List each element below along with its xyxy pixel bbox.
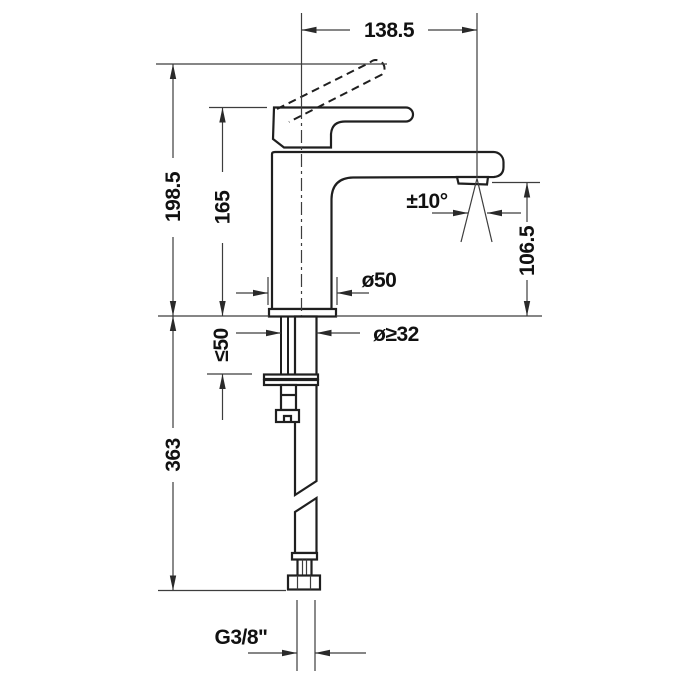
- dim-spout-height: 106.5: [492, 181, 540, 316]
- dim-below-deck: 363: [158, 316, 286, 592]
- dim-base-diameter: ø50: [236, 269, 397, 305]
- dim-label-base-diameter: ø50: [362, 269, 397, 292]
- dim-label-connection-thread: G3/8": [215, 626, 268, 649]
- mounting-nut: [274, 383, 301, 424]
- dim-label-hole-diameter: ø≥32: [373, 323, 419, 346]
- dim-label-spout-reach: 138.5: [364, 19, 415, 42]
- base-flange: [267, 307, 338, 318]
- dim-label-deck-thickness: ≤50: [210, 328, 233, 361]
- dim-total-height: 198.5: [156, 63, 387, 316]
- dim-hole-diameter: ø≥32: [236, 323, 419, 346]
- supply-hose: [293, 315, 318, 555]
- hose-hex-nut: [286, 574, 322, 591]
- dim-label-spout-swivel: ±10°: [406, 190, 447, 213]
- hose-end-fitting: [286, 551, 322, 591]
- dim-label-total-height: 198.5: [162, 171, 185, 222]
- dim-spout-swivel: ±10°: [406, 178, 521, 243]
- dim-body-height: 165: [209, 106, 267, 316]
- dim-deck-thickness: ≤50: [207, 328, 252, 420]
- mounting-washer: [262, 373, 320, 387]
- faucet-handle: [271, 106, 415, 149]
- lever-raised-dashed: [276, 59, 386, 123]
- dim-label-below-deck: 363: [162, 438, 185, 472]
- dim-spout-reach: 138.5: [301, 13, 478, 178]
- spout-aerator: [455, 175, 490, 186]
- mounting-rod: [280, 316, 289, 374]
- faucet-body-spout: [270, 150, 505, 311]
- dim-label-body-height: 165: [212, 190, 235, 224]
- dim-label-spout-height: 106.5: [516, 225, 539, 276]
- dim-connection-thread: G3/8": [215, 600, 366, 671]
